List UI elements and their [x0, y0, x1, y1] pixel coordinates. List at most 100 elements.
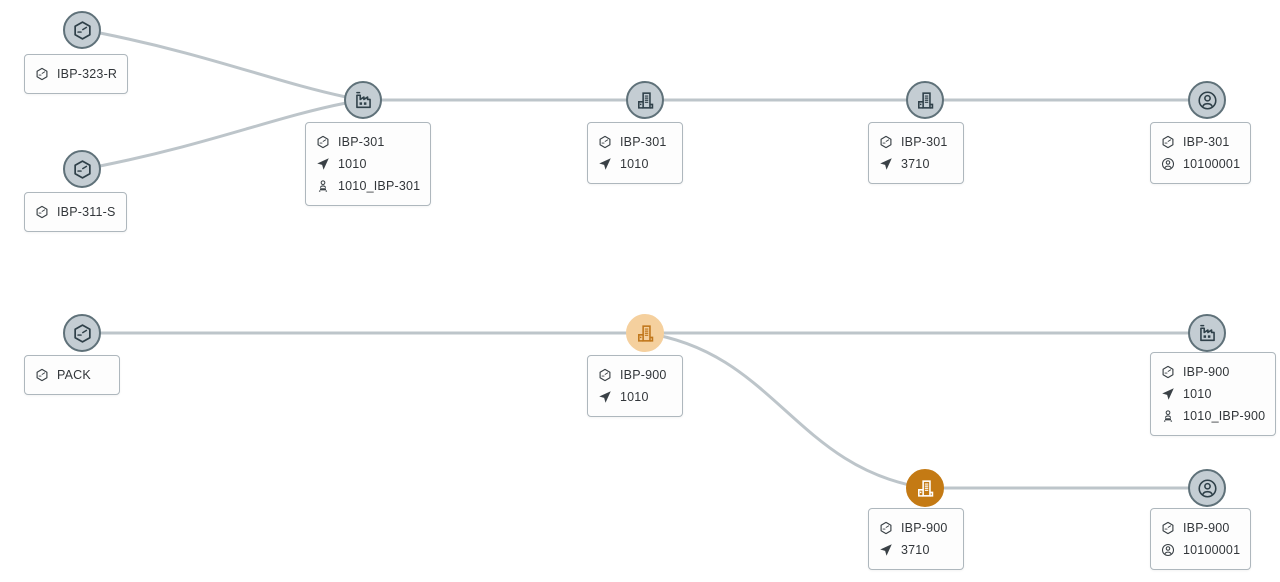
card-row: IBP-900 [1161, 517, 1240, 539]
card-dc-3710-ibp-900[interactable]: IBP-900 3710 [868, 508, 964, 570]
node-product-ibp-311-s[interactable] [63, 150, 101, 188]
card-row: IBP-301 [879, 131, 953, 153]
card-row: PACK [35, 364, 109, 386]
card-factory-ibp-900[interactable]: IBP-900 1010 1010_IBP-900 [1150, 352, 1277, 436]
card-label: IBP-323-R [57, 67, 118, 81]
building-icon [915, 478, 936, 499]
card-pack[interactable]: PACK [24, 355, 120, 395]
card-customer-ibp-900[interactable]: IBP-900 10100001 [1150, 508, 1252, 570]
card-label: 1010 [620, 157, 649, 171]
edge-dc3-to-dc4 [644, 331, 926, 490]
card-label: 10100001 [1183, 157, 1241, 171]
card-row: 10100001 [1161, 153, 1240, 175]
product-icon [72, 159, 93, 180]
product-icon [1161, 135, 1175, 149]
customer-icon [1161, 157, 1175, 171]
product-icon [598, 135, 612, 149]
resource-icon [1161, 409, 1175, 423]
product-icon [72, 20, 93, 41]
card-label: IBP-311-S [57, 205, 116, 219]
card-row: 1010 [598, 386, 672, 408]
card-row: 1010 [598, 153, 672, 175]
card-row: 3710 [879, 539, 953, 561]
card-dc-3710-ibp-301[interactable]: IBP-301 3710 [868, 122, 964, 184]
node-customer-ibp-301[interactable] [1188, 81, 1226, 119]
card-row: IBP-301 [316, 131, 420, 153]
card-row: 3710 [879, 153, 953, 175]
product-icon [879, 521, 893, 535]
customer-icon [1197, 90, 1218, 111]
card-dc-1010-ibp-301[interactable]: IBP-301 1010 [587, 122, 683, 184]
card-ibp-311-s[interactable]: IBP-311-S [24, 192, 127, 232]
node-location-3710-ibp-900[interactable] [906, 469, 944, 507]
card-ibp-323-r[interactable]: IBP-323-R [24, 54, 129, 94]
location-icon [598, 390, 612, 404]
edge-product2-to-factory1 [99, 101, 347, 168]
location-icon [879, 543, 893, 557]
card-row: IBP-900 [879, 517, 953, 539]
card-row: IBP-323-R [35, 63, 117, 85]
product-icon [316, 135, 330, 149]
customer-icon [1161, 543, 1175, 557]
product-icon [1161, 521, 1175, 535]
card-row: IBP-900 [1161, 361, 1265, 383]
node-customer-ibp-900[interactable] [1188, 469, 1226, 507]
product-icon [72, 323, 93, 344]
product-icon [1161, 365, 1175, 379]
edge-product1-to-factory1 [99, 31, 347, 99]
card-label: 3710 [901, 157, 930, 171]
card-row: 1010_IBP-301 [316, 175, 420, 197]
card-row: IBP-311-S [35, 201, 116, 223]
card-label: IBP-900 [901, 521, 948, 535]
product-icon [879, 135, 893, 149]
factory-icon [1197, 323, 1218, 344]
card-label: IBP-301 [338, 135, 385, 149]
location-icon [879, 157, 893, 171]
card-row: IBP-301 [1161, 131, 1240, 153]
node-location-1010-ibp-900[interactable] [626, 314, 664, 352]
card-label: 1010 [620, 390, 649, 404]
card-row: 10100001 [1161, 539, 1240, 561]
card-label: IBP-900 [1183, 521, 1230, 535]
node-factory-1010-ibp-301[interactable] [344, 81, 382, 119]
card-dc-1010-ibp-900[interactable]: IBP-900 1010 [587, 355, 683, 417]
card-label: 1010_IBP-301 [338, 179, 421, 193]
card-row: 1010 [316, 153, 420, 175]
card-label: PACK [57, 368, 91, 382]
product-icon [35, 368, 49, 382]
card-factory-ibp-301[interactable]: IBP-301 1010 1010_IBP-301 [305, 122, 432, 206]
card-label: 1010_IBP-900 [1183, 409, 1266, 423]
resource-icon [316, 179, 330, 193]
building-icon [915, 90, 936, 111]
customer-icon [1197, 478, 1218, 499]
card-row: IBP-900 [598, 364, 672, 386]
node-factory-1010-ibp-900[interactable] [1188, 314, 1226, 352]
card-label: 10100001 [1183, 543, 1241, 557]
card-row: IBP-301 [598, 131, 672, 153]
product-icon [35, 205, 49, 219]
card-label: 1010 [1183, 387, 1212, 401]
card-label: IBP-301 [1183, 135, 1230, 149]
node-product-pack[interactable] [63, 314, 101, 352]
card-label: IBP-301 [901, 135, 948, 149]
building-icon [635, 90, 656, 111]
card-label: IBP-900 [1183, 365, 1230, 379]
location-icon [316, 157, 330, 171]
card-customer-ibp-301[interactable]: IBP-301 10100001 [1150, 122, 1252, 184]
location-icon [598, 157, 612, 171]
location-icon [1161, 387, 1175, 401]
card-label: 1010 [338, 157, 367, 171]
factory-icon [353, 90, 374, 111]
node-location-1010-ibp-301[interactable] [626, 81, 664, 119]
product-icon [35, 67, 49, 81]
product-icon [598, 368, 612, 382]
card-row: 1010 [1161, 383, 1265, 405]
node-location-3710-ibp-301[interactable] [906, 81, 944, 119]
card-row: 1010_IBP-900 [1161, 405, 1265, 427]
card-label: IBP-900 [620, 368, 667, 382]
node-product-ibp-323-r[interactable] [63, 11, 101, 49]
building-icon [635, 323, 656, 344]
card-label: IBP-301 [620, 135, 667, 149]
